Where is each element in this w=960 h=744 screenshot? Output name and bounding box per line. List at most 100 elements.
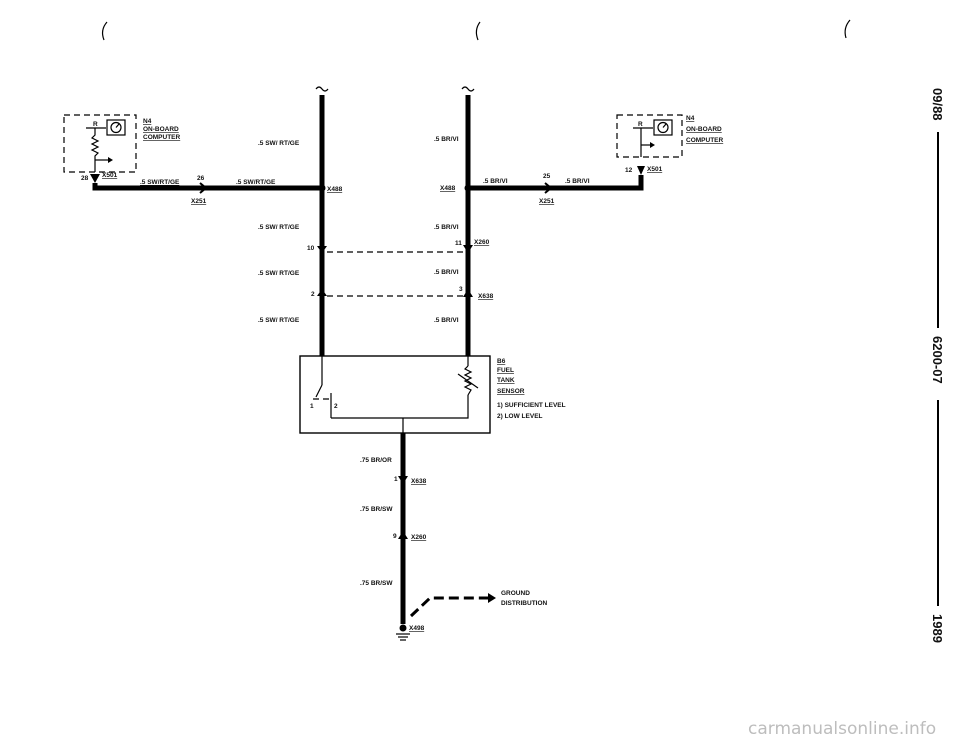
computer-right-line1: ON-BOARD <box>686 126 722 133</box>
computer-right-connector-icon <box>637 166 645 175</box>
side-margin: 09/88 6200-07 1989 <box>930 88 945 643</box>
side-rev-date: 09/88 <box>930 88 945 121</box>
wire-left-a-label: .5 SW/RT/GE <box>140 179 180 186</box>
fuel-tank-sensor: 1 2 B6 FUEL TANK SENSOR 1) SUFFICIENT LE… <box>299 355 566 434</box>
computer-right-outline <box>616 114 683 158</box>
computer-right-pin-num: 12 <box>625 167 633 174</box>
wire-left-vert-3-label: .5 SW/ RT/GE <box>258 270 300 277</box>
break-mark-right <box>461 86 475 92</box>
computer-right-gauge-icon <box>653 119 673 136</box>
computer-left-line2: COMPUTER <box>143 134 181 141</box>
connector-x260-left-icon <box>317 246 327 253</box>
computer-right-line2: COMPUTER <box>686 137 724 144</box>
sensor-line2: TANK <box>497 377 515 384</box>
connector-x251-right-icon <box>544 182 553 194</box>
side-model-year: 1989 <box>930 614 945 643</box>
sensor-line1: FUEL <box>497 367 514 374</box>
pin-2-label: 2 <box>311 291 315 298</box>
sensor-housing <box>299 355 491 434</box>
pin-1-label: 1 <box>394 476 398 483</box>
wire-left-horizontal <box>92 183 322 191</box>
computer-left-outline <box>63 114 137 173</box>
connector-x251-right-label: X251 <box>539 198 555 205</box>
connector-x260-right-label: X260 <box>474 239 490 246</box>
connector-x260-ground-label: X260 <box>411 534 427 541</box>
right-harness: .5 BR/VI X488 .5 BR/VI 25 .5 BR/VI X251 … <box>434 86 644 356</box>
sensor-line3: SENSOR <box>497 388 525 395</box>
side-doc-number: 6200-07 <box>930 336 945 384</box>
pin-26-label: 26 <box>197 175 205 182</box>
wire-ground-2-label: .75 BR/SW <box>360 506 393 513</box>
wire-right-vert-3-label: .5 BR/VI <box>434 269 459 276</box>
connector-x251-left-icon <box>199 182 208 194</box>
computer-right: R N4 ON-BOARD COMPUTER 12 X501 <box>616 114 724 175</box>
wire-left-b-label: .5 SW/RT/GE <box>236 179 276 186</box>
switch-2-label: 2 <box>334 403 338 410</box>
connector-x638-right-label: X638 <box>478 293 494 300</box>
splice-x488-left-dot <box>318 184 326 192</box>
wire-left-vert-2-label: .5 SW/ RT/GE <box>258 224 300 231</box>
computer-left-pin-num: 28 <box>81 175 89 182</box>
ground-label-2: DISTRIBUTION <box>501 600 548 607</box>
ground-splice-dot <box>399 624 407 632</box>
ground-label-1: GROUND <box>501 590 530 597</box>
watermark: carmanualsonline.info <box>748 719 936 739</box>
wire-right-vert-4-label: .5 BR/VI <box>434 317 459 324</box>
gauge-face <box>110 121 122 134</box>
pin-11-label: 11 <box>455 240 462 247</box>
splice-x488-right-label: X488 <box>440 185 456 192</box>
variable-resistor-icon <box>463 365 473 396</box>
switch-arrow-head <box>108 157 113 163</box>
sensor-id: B6 <box>497 358 506 365</box>
wire-left-vert-top-label: .5 SW/ RT/GE <box>258 140 300 147</box>
resistor-arrow <box>457 373 479 389</box>
wire-ground-3-label: .75 BR/SW <box>360 580 393 587</box>
computer-left-connector: X501 <box>102 172 118 179</box>
computer-right-pin-r: R <box>638 121 643 128</box>
corner-mark-center <box>475 21 481 41</box>
gauge-needle <box>115 123 120 128</box>
connector-x260-right-icon <box>463 245 473 253</box>
connector-x638-left-icon <box>317 289 327 296</box>
pin-9-label: 9 <box>393 533 397 540</box>
computer-right-connector: X501 <box>647 166 663 173</box>
wire-right-horizontal <box>468 175 644 191</box>
ground-harness: .75 BR/OR 1 X638 .75 BR/SW 9 X260 .75 BR… <box>360 433 548 641</box>
connector-x251-left-label: X251 <box>191 198 207 205</box>
wire-right-vert-2-label: .5 BR/VI <box>434 224 459 231</box>
wire-right-vert-top-label: .5 BR/VI <box>434 136 459 143</box>
connector-x638-ground-label: X638 <box>411 478 427 485</box>
gauge-face <box>657 121 669 134</box>
left-harness: .5 SW/RT/GE 26 .5 SW/RT/GE X251 X488 .5 … <box>92 86 343 356</box>
ground-distribution-arrow <box>488 593 496 603</box>
splice-x488-right-dot <box>464 184 472 192</box>
pin-25-label: 25 <box>543 173 551 180</box>
wire-left-vert-4-label: .5 SW/ RT/GE <box>258 317 300 324</box>
connector-x638-ground-icon <box>398 476 408 484</box>
wire-right-a-label: .5 BR/VI <box>483 178 508 185</box>
computer-right-id: N4 <box>686 115 695 122</box>
ground-connector-label: X498 <box>409 625 425 632</box>
computer-left-pin-r: R <box>93 121 98 128</box>
computer-left: R N4 ON-BOARD COMPUTER 28 X501 <box>63 114 181 183</box>
sensor-internal-wire <box>331 395 469 419</box>
computer-left-gauge-icon <box>106 119 126 136</box>
connector-x260-ground-icon <box>398 531 408 539</box>
corner-mark-right <box>844 19 851 39</box>
connector-x638-right-icon <box>463 289 473 297</box>
switch-blade <box>315 384 323 398</box>
computer-left-line1: ON-BOARD <box>143 126 179 133</box>
ground-distribution-line <box>409 596 488 618</box>
switch-1-label: 1 <box>310 403 314 410</box>
gauge-needle <box>662 123 667 128</box>
computer-left-connector-icon <box>90 174 100 183</box>
resistor-zigzag <box>90 128 100 160</box>
wire-ground-1-label: .75 BR/OR <box>360 457 392 464</box>
computer-left-id: N4 <box>143 118 152 125</box>
pin-3-label: 3 <box>459 286 463 293</box>
sensor-note2: 2) LOW LEVEL <box>497 413 543 420</box>
splice-x488-left-label: X488 <box>327 186 343 193</box>
pin-10-label: 10 <box>307 245 315 252</box>
wire-right-b-label: .5 BR/VI <box>565 178 590 185</box>
